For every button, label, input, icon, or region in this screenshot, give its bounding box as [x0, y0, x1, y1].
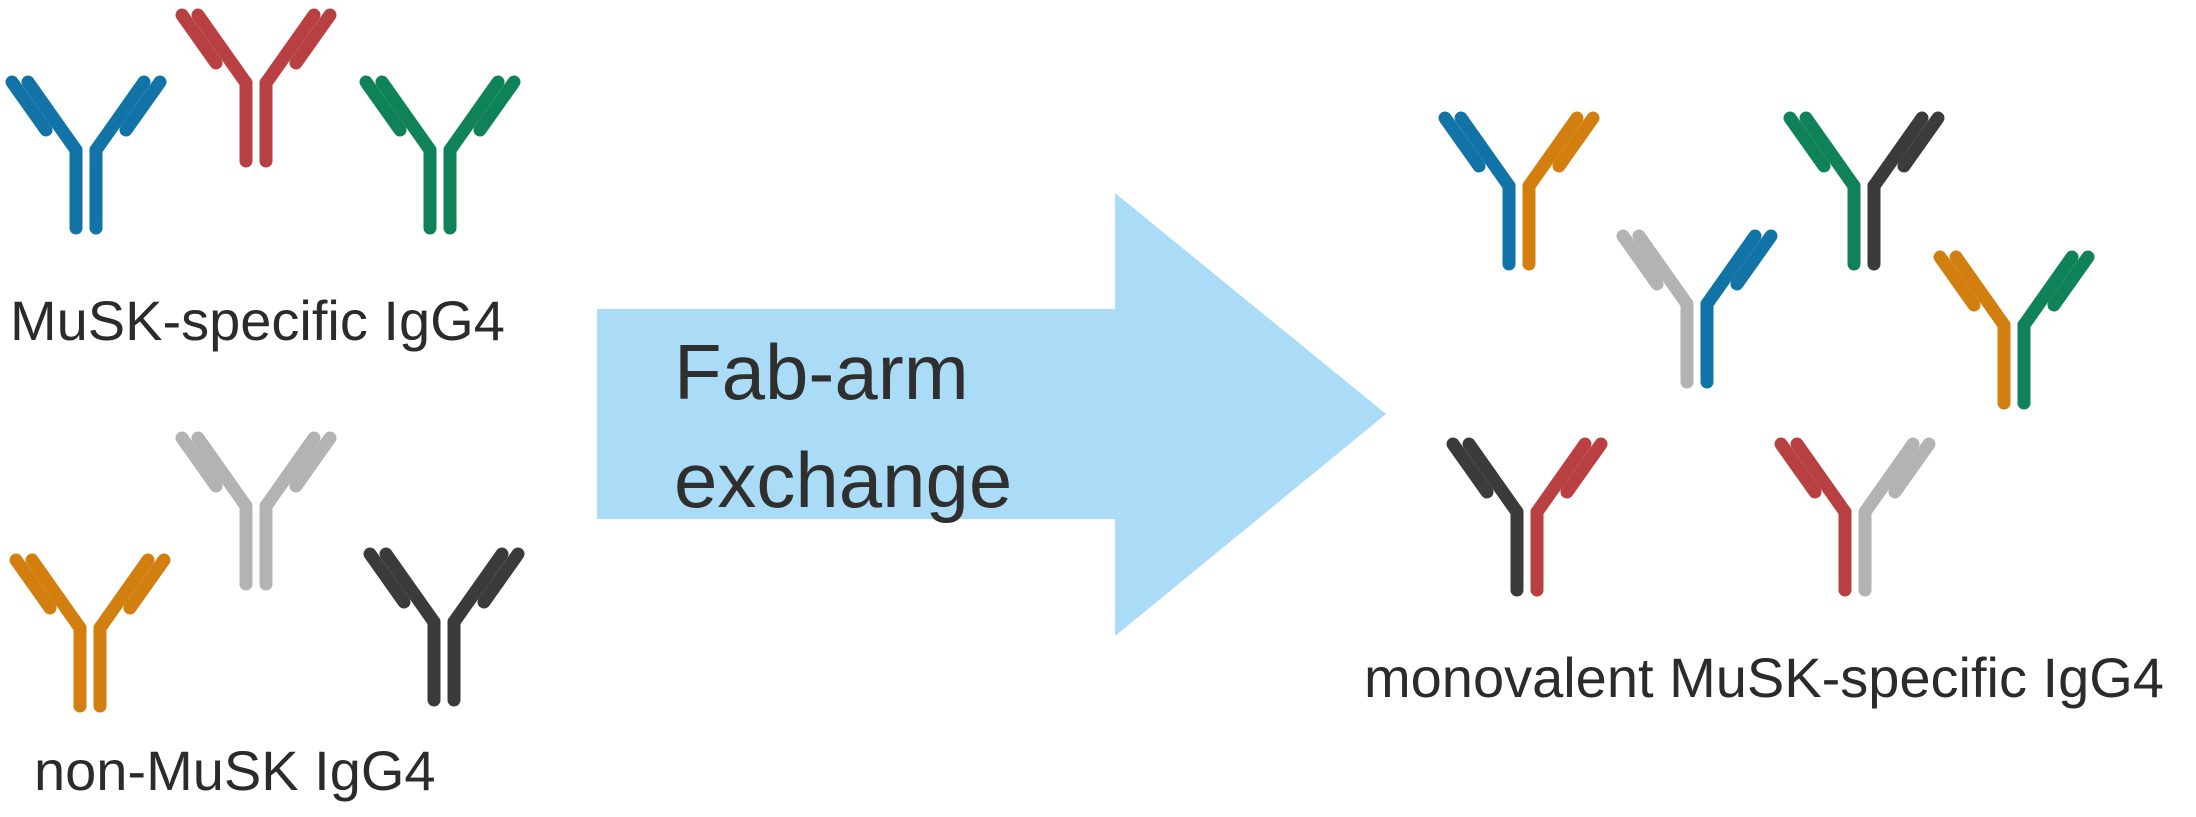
process-label-line2: exchange [674, 436, 1013, 524]
monovalent-antibody-3 [1616, 229, 1778, 389]
non-musk-antibody-2 [9, 553, 171, 713]
monovalent-antibody-4 [1933, 250, 2095, 410]
monovalent-antibody-1 [1438, 111, 1600, 271]
process-label: Fab-arm exchange [674, 318, 1012, 534]
antibody-layer [5, 8, 2095, 713]
monovalent-antibody-2 [1783, 111, 1945, 271]
musk-specific-antibody-1 [5, 75, 167, 235]
non-musk-antibody-3 [363, 547, 525, 707]
musk-specific-antibody-3 [359, 75, 521, 235]
monovalent-antibody-6 [1774, 437, 1936, 597]
musk-specific-antibody-2 [175, 8, 337, 168]
process-label-line1: Fab-arm [674, 328, 969, 416]
monovalent-label: monovalent MuSK-specific IgG4 [1364, 646, 2164, 709]
musk-specific-label: MuSK-specific IgG4 [10, 289, 505, 352]
monovalent-antibody-5 [1446, 437, 1608, 597]
non-musk-antibody-1 [175, 431, 337, 591]
process-arrow [597, 193, 1386, 636]
non-musk-label: non-MuSK IgG4 [34, 739, 436, 802]
